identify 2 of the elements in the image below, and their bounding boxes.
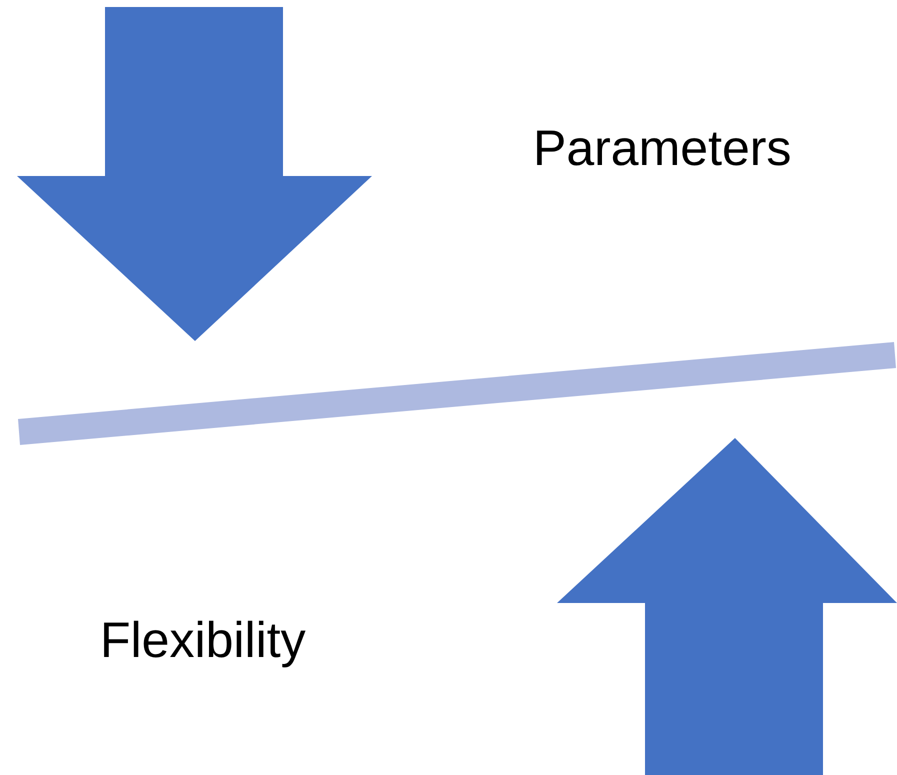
label-text: Parameters: [533, 119, 792, 178]
label-text: Flexibility: [100, 611, 306, 670]
